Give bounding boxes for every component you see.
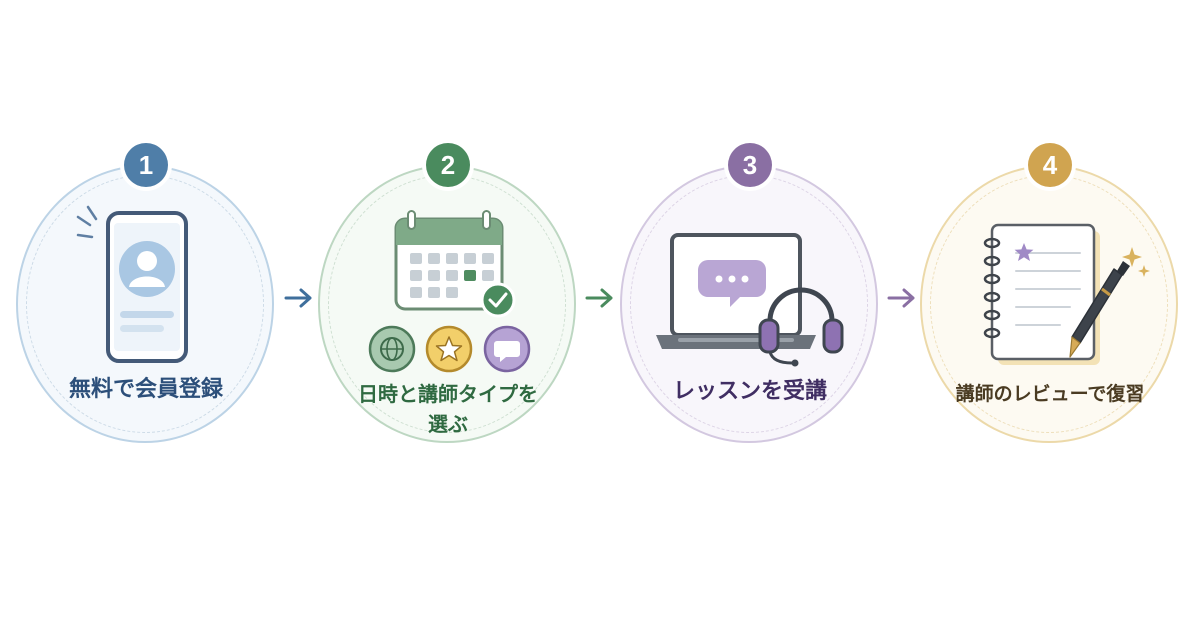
step-2-number-badge: 2 [426,143,470,187]
chat-bubble-icon [483,325,531,373]
step-3-lesson: 3 レッスンを受講 [620,143,882,447]
step-1-number-badge: 1 [124,143,168,187]
step-2-choose: 2 [318,143,580,447]
step-2-label: 日時と講師タイプを 選ぶ [338,379,558,439]
step-3-label: レッスンを受講 [672,379,827,404]
step-4-illustration [983,223,1150,365]
chat-bubble-icon [698,260,766,307]
headset-icon [758,287,844,367]
step-4-review: 4 [920,143,1182,447]
pen-icon [1069,261,1130,358]
step-2-label-line1: 日時と講師タイプを [358,382,538,406]
globe-icon [368,325,416,373]
right-arrow-icon [585,288,613,308]
step-1-label: 無料で会員登録 [68,377,223,402]
smartphone-icon [76,205,188,363]
step-3-number-badge: 3 [728,143,772,187]
step-3-illustration [656,233,844,367]
step-4-number-badge: 4 [1028,143,1072,187]
sparkle-icon [1122,247,1150,277]
step-2-label-line2: 選ぶ [428,412,468,436]
star-icon [425,325,473,373]
right-arrow-icon [284,288,312,308]
step-2-illustration [368,210,531,373]
calendar-icon [394,210,504,311]
notebook-icon [983,223,1100,365]
step-4-label: 講師のレビューで復習 [955,383,1145,405]
check-icon [480,282,516,318]
step-1-register: 1 無料で会員登録 [16,143,278,447]
right-arrow-icon [887,288,915,308]
user-avatar-icon [119,241,175,297]
